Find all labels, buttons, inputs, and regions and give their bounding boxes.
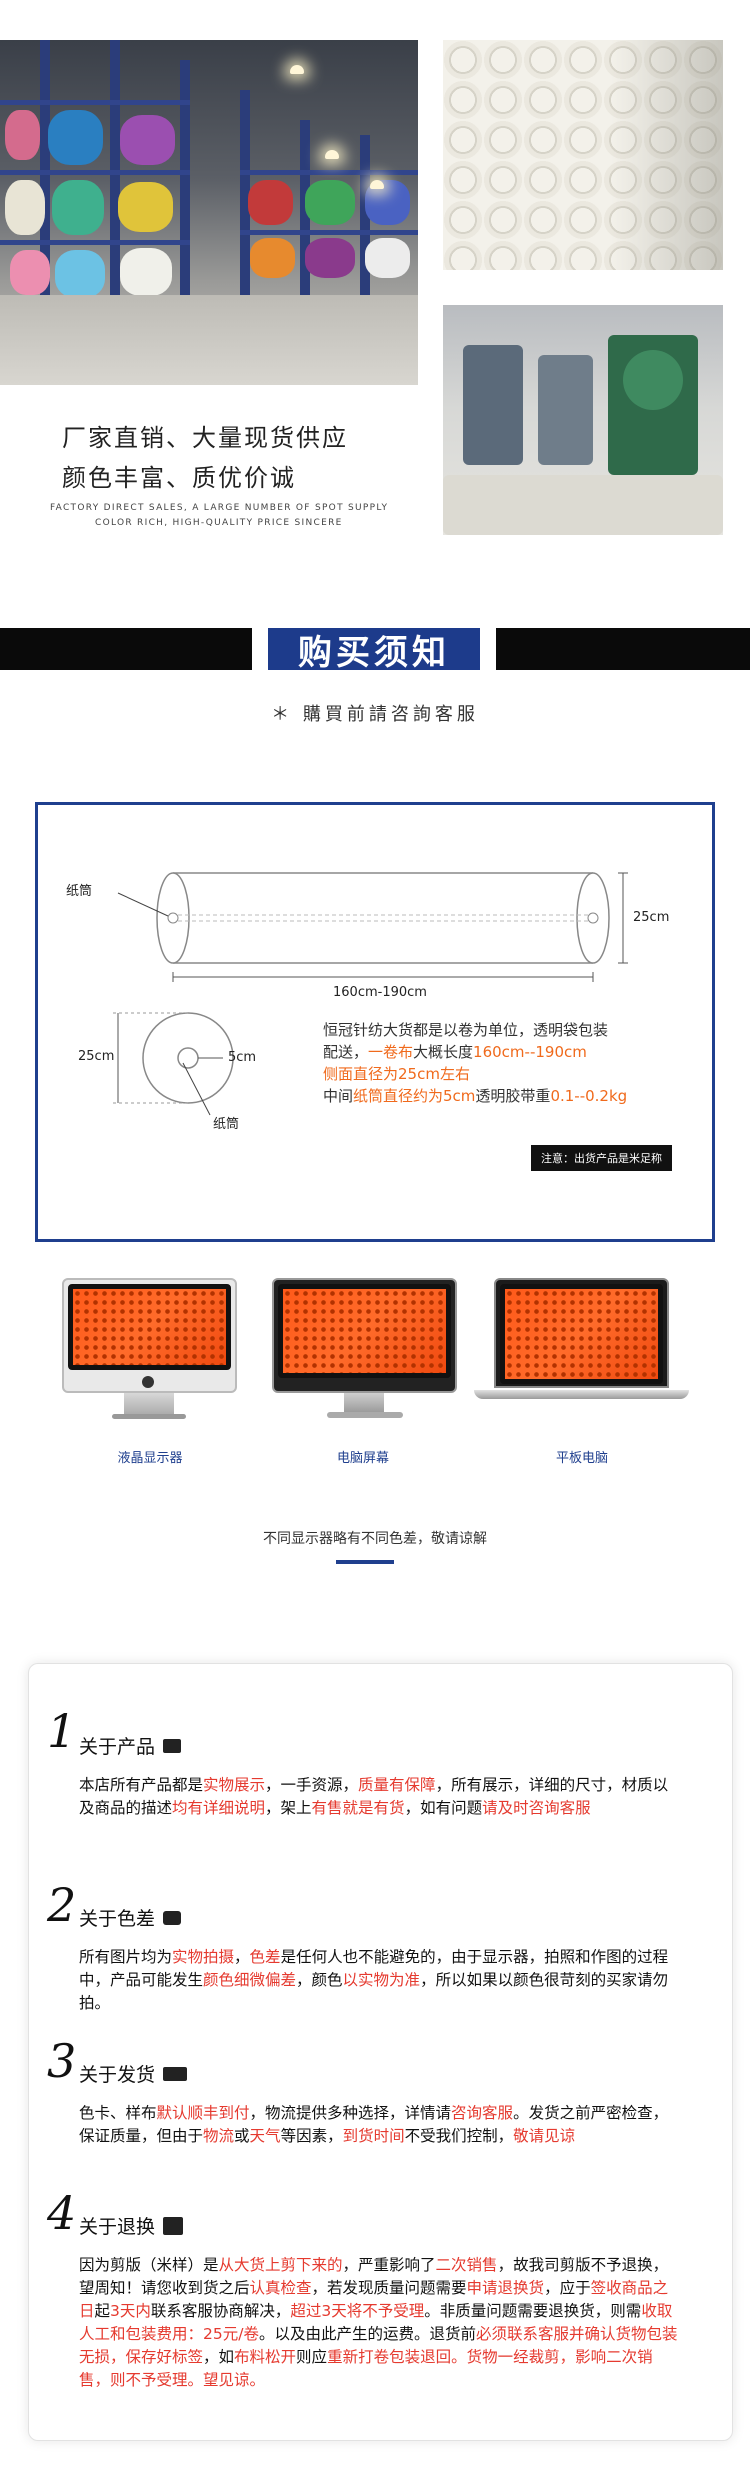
section-4-body: 因为剪版（米样）是从大货上剪下来的，严重影响了二次销售，故我司剪版不予退换，望周…	[79, 2256, 678, 2389]
section-2-number: 2	[47, 1878, 77, 1932]
roll-illustration	[113, 872, 628, 1116]
desc-line-2b: 一卷布	[368, 1043, 414, 1061]
slogan-english-1: FACTORY DIRECT SALES, A LARGE NUMBER OF …	[50, 503, 389, 513]
knitting-factory-photo	[443, 305, 723, 535]
section-1-title-text: 关于产品	[79, 1736, 156, 1758]
store-icon	[163, 2216, 184, 2235]
weight-note-badge: 注意：出货产品是米足称	[531, 1145, 672, 1171]
policy-card: 1 关于产品 本店所有产品都是实物展示，一手资源，质量有保障，所有展示，详细的尺…	[28, 1663, 733, 2441]
front-diameter-label: 25cm	[78, 1049, 115, 1064]
tube-label-bottom: 纸筒	[213, 1117, 240, 1132]
side-diameter-label: 25cm	[633, 910, 670, 925]
truck-icon	[163, 2066, 188, 2081]
desc-line-1: 恒冠针纺大货都是以卷为单位，透明袋包装	[323, 1021, 609, 1039]
desc-line-2d: 160cm--190cm	[473, 1043, 587, 1061]
notice-header-band: 购买须知	[0, 628, 750, 673]
warehouse-photo	[0, 40, 418, 385]
notice-title: 购买须知	[298, 632, 450, 673]
camera-bag-icon	[163, 1738, 182, 1753]
device-label-tablet: 平板电脑	[555, 1451, 608, 1466]
desc-line-2c: 大概长度	[413, 1043, 474, 1061]
desc-line-4b: 纸筒直径约为5cm	[353, 1087, 476, 1105]
device-label-lcd: 液晶显示器	[117, 1451, 183, 1466]
section-4-title-text: 关于退换	[79, 2216, 156, 2238]
section-2-title-text: 关于色差	[79, 1908, 156, 1930]
section-3-body: 色卡、样布默认顺丰到付，物流提供多种选择，详情请咨询客服。发货之前严密检查，保证…	[79, 2104, 669, 2145]
color-difference-note: 不同显示器略有不同色差，敬请谅解	[263, 1531, 487, 1547]
section-3-number: 3	[47, 2034, 77, 2088]
section-3-title: 关于发货	[79, 2060, 188, 2087]
computer-screen-illustration	[272, 1278, 457, 1428]
camera-icon	[163, 1910, 182, 1925]
lcd-monitor-illustration	[62, 1278, 237, 1428]
section-1-body: 本店所有产品都是实物展示，一手资源，质量有保障，所有展示，详细的尺寸，材质以及商…	[79, 1776, 669, 1817]
fabric-rolls-photo	[443, 40, 723, 270]
device-label-computer: 电脑屏幕	[336, 1451, 389, 1466]
desc-line-4c: 透明胶带重	[475, 1087, 551, 1105]
section-2-body: 所有图片均为实物拍摄，色差是任何人也不能避免的，由于显示器，拍照和作图的过程中，…	[79, 1948, 669, 2012]
desc-line-2a: 配送，	[323, 1043, 369, 1061]
tube-label-top: 纸筒	[66, 884, 93, 899]
section-4-title: 关于退换	[79, 2212, 184, 2239]
tablet-laptop-illustration	[474, 1278, 689, 1428]
roll-description: 恒冠针纺大货都是以卷为单位，透明袋包装 配送，一卷布大概长度160cm--190…	[323, 1019, 627, 1107]
notice-subtitle: ＊ 購買前請咨詢客服	[271, 704, 479, 725]
slogan-english-2: COLOR RICH, HIGH-QUALITY PRICE SINCERE	[95, 518, 343, 528]
section-2-title: 关于色差	[79, 1904, 182, 1931]
fabric-roll-diagram: 纸筒 25cm 160cm-190cm 25cm 5cm 纸筒 恒冠针纺大货都是…	[35, 802, 715, 1242]
desc-line-3: 侧面直径为25cm左右	[323, 1065, 470, 1083]
section-4-number: 4	[47, 2186, 77, 2240]
section-1-title: 关于产品	[79, 1732, 182, 1759]
desc-line-4d: 0.1--0.2kg	[550, 1087, 628, 1105]
slogan-line-1: 厂家直销、大量现货供应	[62, 424, 348, 452]
section-1-number: 1	[47, 1704, 77, 1758]
divider-bar	[336, 1560, 394, 1564]
slogan-line-2: 颜色丰富、质优价诚	[62, 464, 296, 492]
core-diameter-label: 5cm	[228, 1050, 257, 1065]
section-3-title-text: 关于发货	[79, 2064, 156, 2086]
desc-line-4a: 中间	[323, 1087, 354, 1105]
roll-length-label: 160cm-190cm	[333, 985, 427, 1000]
